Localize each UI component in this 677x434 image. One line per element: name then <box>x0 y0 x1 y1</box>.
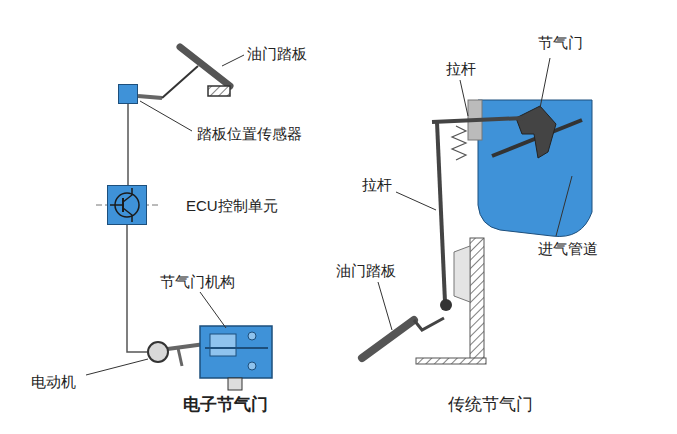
part-label: 拉杆 <box>446 60 476 78</box>
sensor-box: 踏板位置传感器 <box>118 84 138 104</box>
return-spring <box>452 126 466 160</box>
floor <box>416 358 486 364</box>
leader-line <box>140 101 192 131</box>
rod-top <box>432 118 524 122</box>
leader-line <box>378 282 392 330</box>
pedal-base <box>208 86 230 96</box>
transistor-lead <box>123 188 132 222</box>
throttle-valve <box>228 378 242 390</box>
signal-wire <box>127 225 147 352</box>
leader-line <box>86 359 148 375</box>
pedal-arm <box>138 96 162 98</box>
throttle-body <box>200 326 272 378</box>
leader-line <box>556 176 572 236</box>
pedal-link <box>414 318 444 330</box>
throttle-plate-housing <box>210 334 236 356</box>
throttle-shaft <box>205 347 268 349</box>
leader-line <box>200 292 226 328</box>
part-label: 拉杆 <box>362 176 392 194</box>
part-label: 节气门 <box>538 34 583 52</box>
part-label: 油门踏板 <box>247 45 307 63</box>
motor-circle: 电动机 <box>147 341 169 363</box>
ecu-box: ECU控制单元 <box>107 185 147 225</box>
transistor-lead <box>110 204 123 206</box>
part-label: 节气门机构 <box>160 273 235 291</box>
caption-text: 传统节气门 <box>448 395 533 415</box>
signal-wire <box>127 104 129 185</box>
node-label: 踏板位置传感器 <box>197 125 302 143</box>
motor-rod <box>178 348 182 366</box>
leader-line <box>222 55 244 66</box>
node-label: ECU控制单元 <box>186 197 278 215</box>
rod-vertical <box>437 122 445 302</box>
pedal-bracket <box>454 246 470 302</box>
leader-line <box>540 58 550 108</box>
throttle-plate <box>516 106 556 158</box>
pedal-rod <box>162 66 198 98</box>
leader-line <box>460 80 468 116</box>
transistor-symbol <box>108 186 146 224</box>
bolt <box>248 362 256 370</box>
pedal-plate <box>180 47 230 86</box>
firewall <box>470 238 484 362</box>
node-label: 电动机 <box>31 373 76 391</box>
pivot <box>440 299 452 311</box>
leader-line <box>396 192 436 210</box>
caption-text: 电子节气门 <box>183 395 268 415</box>
part-label: 进气管道 <box>538 240 598 258</box>
part-label: 油门踏板 <box>336 262 396 280</box>
pedal-plate <box>362 320 414 358</box>
bolt <box>248 332 256 340</box>
